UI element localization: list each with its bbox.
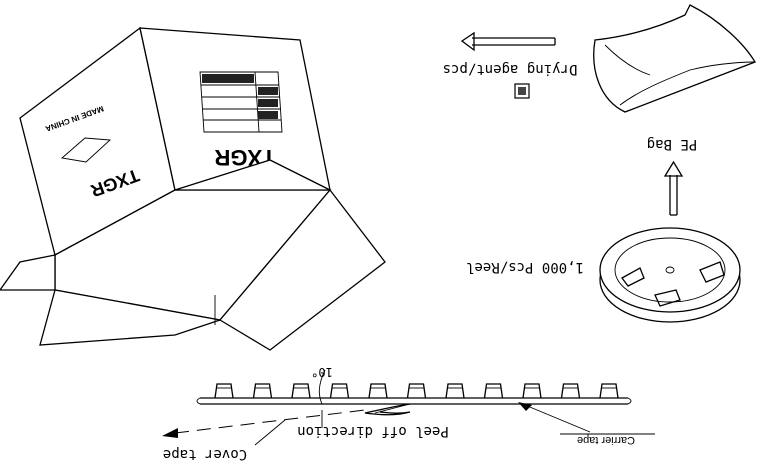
carrier-leader <box>524 404 591 433</box>
reel-disc <box>599 227 741 313</box>
pe-bag-label: PE Bag <box>647 136 698 152</box>
tape-pocket <box>406 383 427 399</box>
flap-back <box>174 159 331 191</box>
arrow-left-icon <box>460 31 475 52</box>
flap-right <box>219 188 386 351</box>
reel-qty-label: 1,000 Pcs/Reel <box>466 259 584 275</box>
cover-tape-dashed <box>174 409 366 434</box>
tape-pocket <box>483 383 504 399</box>
arrow-left-small-icon <box>162 428 178 438</box>
angle-label: 10° <box>311 365 333 379</box>
flap-front <box>39 289 221 346</box>
reel: 1,000 Pcs/Reel <box>466 227 741 323</box>
diamond-mark <box>60 137 112 163</box>
tape-pocket <box>445 383 465 399</box>
tape-pocket <box>214 383 234 399</box>
tape-pocket <box>291 383 311 399</box>
cover-tape-label: Cover tape <box>163 446 247 462</box>
arrow-up-icon <box>663 160 684 177</box>
tape-pockets <box>214 383 619 399</box>
drying-agent-label: Drying agent/pcs <box>443 61 578 77</box>
tape-pocket <box>368 383 388 399</box>
tape-pocket <box>522 383 542 399</box>
peel-direction-label: Peel off direction <box>297 423 449 439</box>
tape-pocket <box>560 383 581 399</box>
tape-pocket <box>329 383 350 399</box>
pe-bag: PE Bag <box>593 4 756 216</box>
flap-left <box>0 254 56 291</box>
carrier-tape: 10° Peel off direction Cover tape Carrie… <box>162 365 655 462</box>
carrier-tape-label: Carrier tape <box>577 434 635 446</box>
box-label-table <box>199 71 283 133</box>
drying-agent: Drying agent/pcs <box>443 31 578 99</box>
tape-pocket <box>252 383 273 399</box>
cover-tape-peel <box>364 403 411 416</box>
tape-pocket <box>599 383 619 399</box>
pe-bag-shape <box>593 4 756 113</box>
carton-box: TXGR TXGR MADE IN CHINA <box>0 26 386 351</box>
cover-leader <box>254 419 286 446</box>
